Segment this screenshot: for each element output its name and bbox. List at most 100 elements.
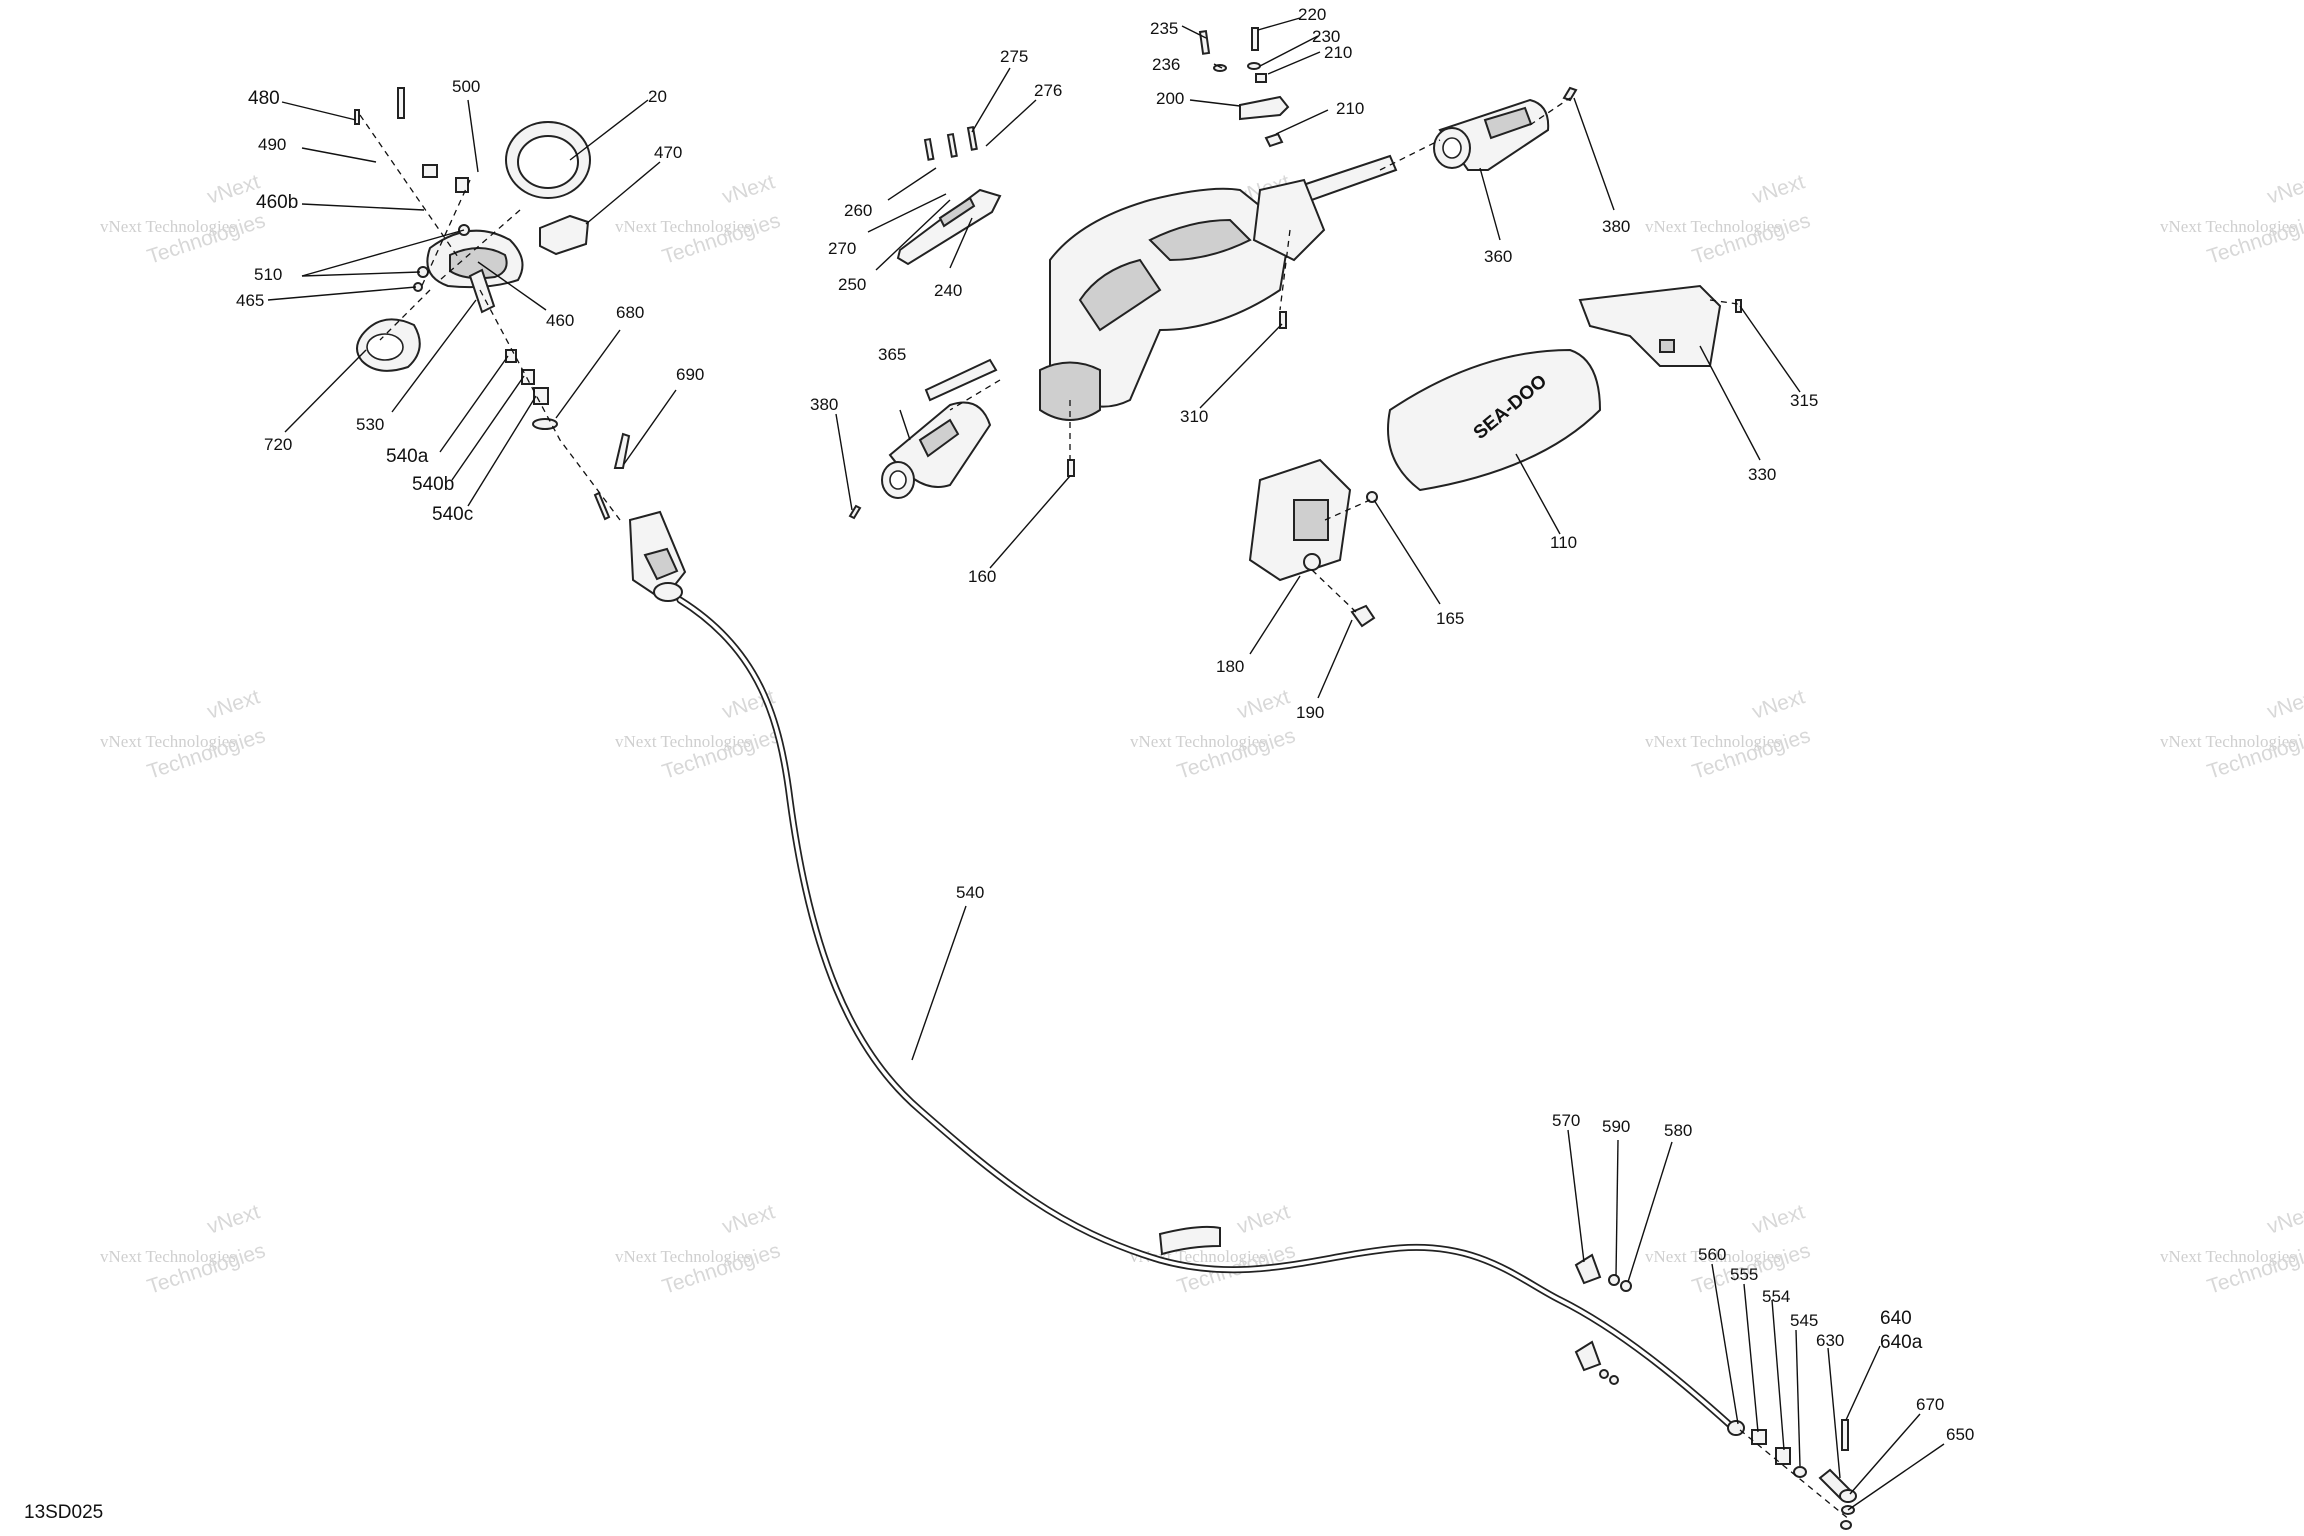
watermark-text: vNext Technologies — [1130, 732, 1266, 751]
cover-parts: SEA-DOO — [1248, 284, 1742, 628]
watermark-text: vNext Technologies — [2160, 217, 2296, 236]
callout-20: 20 — [648, 87, 667, 106]
callout-590: 590 — [1602, 1117, 1630, 1136]
switch-group — [1198, 27, 1290, 148]
watermark-text: vNext Technologies — [100, 732, 236, 751]
callout-365: 365 — [878, 345, 906, 364]
watermark-text: vNext Technologies — [615, 732, 751, 751]
drawing-code: 13SD025 — [24, 1502, 103, 1523]
callout-160: 160 — [968, 567, 996, 586]
cable-end-group — [1574, 1253, 1857, 1530]
watermark-text: vNext Technologies — [1645, 732, 1781, 751]
watermark-text: vNext Technologies — [100, 1247, 236, 1266]
callout-540a: 540a — [386, 446, 429, 467]
watermark-text: vNext — [1234, 685, 1292, 724]
callout-510: 510 — [254, 265, 282, 284]
callout-250: 250 — [838, 275, 866, 294]
callout-165: 165 — [1436, 609, 1464, 628]
watermark-text: vNext Technologies — [100, 217, 236, 236]
callout-236: 236 — [1152, 55, 1180, 74]
callout-630: 630 — [1816, 1331, 1844, 1350]
callout-240: 240 — [934, 281, 962, 300]
callout-465: 465 — [236, 291, 264, 310]
leader-lines — [267, 17, 1945, 1511]
callout-230: 230 — [1312, 27, 1340, 46]
watermark-text: vNext — [2264, 1200, 2304, 1239]
callout-480: 480 — [248, 88, 280, 109]
watermark-text: vNext — [204, 685, 262, 724]
watermark-text: vNext — [1234, 1200, 1292, 1239]
callout-650: 650 — [1946, 1425, 1974, 1444]
callout-490: 490 — [258, 135, 286, 154]
callout-680: 680 — [616, 303, 644, 322]
callout-200: 200 — [1156, 89, 1184, 108]
watermark-text: vNext — [719, 170, 777, 209]
callout-570: 570 — [1552, 1111, 1580, 1130]
callout-690: 690 — [676, 365, 704, 384]
callout-labels: 480 490 460b 510 465 500 20 470 460 720 … — [236, 5, 1974, 1444]
callout-530: 530 — [356, 415, 384, 434]
callout-315: 315 — [1790, 391, 1818, 410]
watermark-text: vNext — [1749, 170, 1807, 209]
watermark-text: vNext — [1749, 1200, 1807, 1239]
callout-220: 220 — [1298, 5, 1326, 24]
watermark-text: vNext — [719, 1200, 777, 1239]
callout-380-left: 380 — [810, 395, 838, 414]
callout-260: 260 — [844, 201, 872, 220]
callout-545: 545 — [1790, 1311, 1818, 1330]
callout-470: 470 — [654, 143, 682, 162]
watermark-text: vNext Technologies — [615, 217, 751, 236]
watermark-text: vNext — [2264, 170, 2304, 209]
throttle-cable-540 — [676, 596, 1734, 1429]
callout-560: 560 — [1698, 1245, 1726, 1264]
watermark-text: vNext Technologies — [615, 1247, 751, 1266]
callout-460: 460 — [546, 311, 574, 330]
callout-500: 500 — [452, 77, 480, 96]
watermark-text: vNext — [2264, 685, 2304, 724]
throttle-housing-assembly — [354, 87, 687, 602]
callout-580: 580 — [1664, 1121, 1692, 1140]
handlebar-assembly — [848, 86, 1578, 520]
callout-380-right: 380 — [1602, 217, 1630, 236]
callout-720: 720 — [264, 435, 292, 454]
callout-180: 180 — [1216, 657, 1244, 676]
callout-540: 540 — [956, 883, 984, 902]
callout-235: 235 — [1150, 19, 1178, 38]
callout-270: 270 — [828, 239, 856, 258]
watermark-text: vNext Technologies — [2160, 732, 2296, 751]
callout-670: 670 — [1916, 1395, 1944, 1414]
watermark-text: vNext Technologies — [1645, 1247, 1781, 1266]
callout-540c: 540c — [432, 504, 473, 525]
lever-group — [896, 125, 1002, 266]
callout-110: 110 — [1550, 533, 1577, 552]
watermark-text: vNext — [204, 1200, 262, 1239]
watermark-text: vNext Technologies — [1645, 217, 1781, 236]
watermark-text: vNext — [1749, 685, 1807, 724]
callout-190: 190 — [1296, 703, 1324, 722]
callout-210-top: 210 — [1324, 43, 1352, 62]
callout-360: 360 — [1484, 247, 1512, 266]
callout-640a: 640a — [1880, 1332, 1923, 1353]
callout-555: 555 — [1730, 1265, 1758, 1284]
callout-554: 554 — [1762, 1287, 1790, 1306]
callout-310: 310 — [1180, 407, 1208, 426]
callout-275: 275 — [1000, 47, 1028, 66]
callout-540b: 540b — [412, 474, 454, 495]
callout-210-mid: 210 — [1336, 99, 1364, 118]
callout-276: 276 — [1034, 81, 1062, 100]
